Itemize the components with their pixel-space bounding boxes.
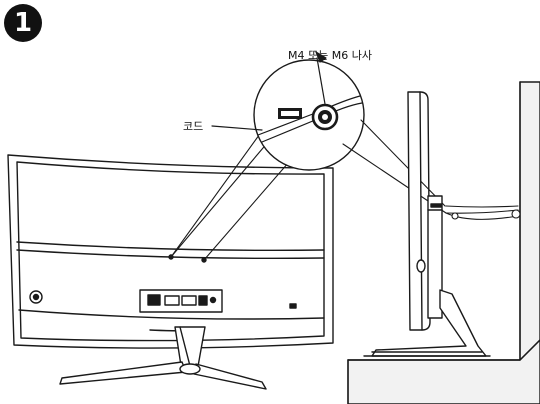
monitor-outer-frame (7, 154, 334, 349)
monitor-lower-ridge (18, 309, 325, 320)
screw-label: M4 또는 M6 나사 (288, 49, 372, 62)
monitor-rear-view (7, 154, 334, 349)
tether-cord (445, 205, 521, 220)
cord-pointer (211, 125, 263, 131)
cord-label: 코드 (183, 120, 204, 133)
wall-hook (511, 209, 521, 219)
monitor-side-view (363, 91, 491, 357)
step-number-badge: 1 (4, 4, 42, 42)
screw-pointer (315, 51, 327, 105)
cord-line (257, 111, 319, 136)
magnified-detail (253, 59, 365, 171)
monitor-inner-panel (16, 161, 325, 342)
monitor-back-ridge (16, 241, 325, 252)
wall (347, 81, 540, 404)
monitor-stand (59, 326, 267, 390)
